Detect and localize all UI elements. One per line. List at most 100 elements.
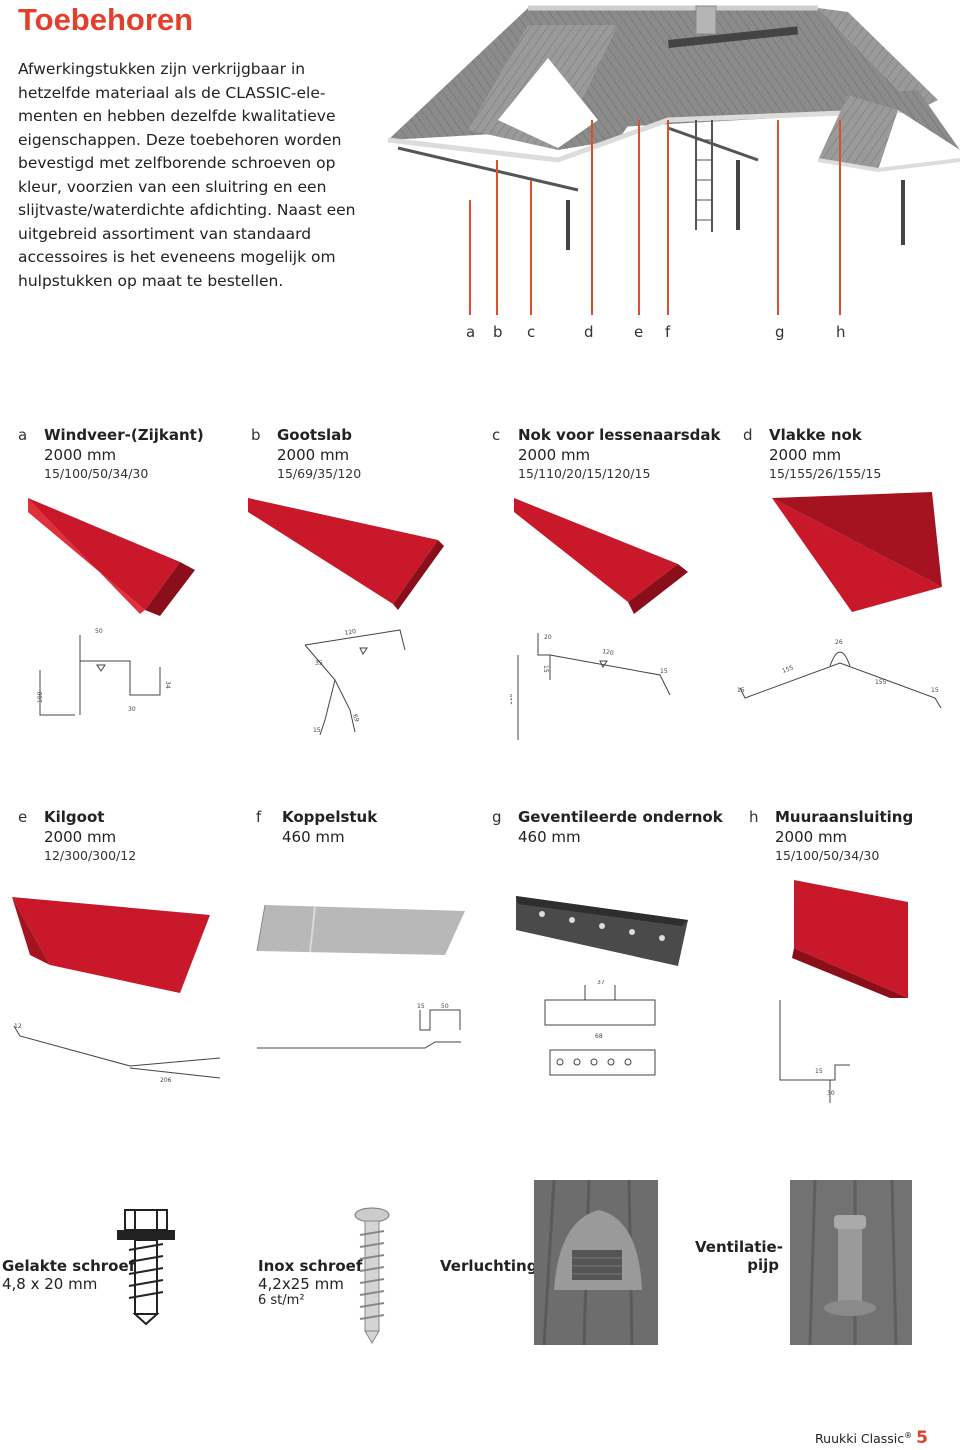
dim-label: 155	[875, 679, 887, 686]
dim-label: 26	[835, 639, 843, 646]
product-name: Vlakke nok	[769, 426, 862, 444]
product-length: 2000 mm	[775, 828, 848, 846]
dim-label: 100	[37, 691, 44, 703]
dim-label: 15	[815, 1068, 823, 1075]
ondernok-picture	[516, 896, 688, 966]
dim-label: 15	[931, 687, 939, 694]
product-letter: b	[251, 426, 261, 444]
dim-label: 69	[351, 713, 360, 723]
dim-label: 15	[542, 665, 549, 673]
fastener-name: Gelakte schroef	[2, 1257, 136, 1275]
dim-label: 15	[417, 1003, 425, 1010]
page-footer: Ruukki Classic®5	[815, 1428, 928, 1448]
fastener-name-2: pijp	[747, 1256, 779, 1274]
intro-text: Afwerkingstukken zijn verkrijgbaar in he…	[18, 60, 356, 290]
product-name: Gootslab	[277, 426, 353, 444]
product-length: 2000 mm	[769, 446, 842, 464]
product-length: 460 mm	[518, 828, 581, 846]
product-dims: 15/100/50/34/30	[44, 466, 149, 481]
roof-callout-lines	[469, 120, 841, 315]
product-name: Koppelstuk	[282, 808, 378, 826]
roof-letter-d: d	[584, 323, 594, 341]
fastener-gelakte-schroef: Gelakte schroef 4,8 x 20 mm	[2, 1257, 135, 1293]
product-dims: 15/69/35/120	[277, 466, 362, 481]
gootslab-drawing: 120 35 69 15	[304, 628, 406, 736]
verluchting-photo	[534, 1180, 658, 1345]
fastener-inox-schroef: Inox schroef 4,2x25 mm 6 st/m²	[258, 1257, 362, 1308]
dim-label: 15	[313, 727, 321, 734]
dim-label: 34	[164, 681, 171, 689]
windveer-drawing: 50 100 34 30	[37, 628, 171, 716]
windveer-picture	[28, 498, 195, 616]
product-letter: e	[18, 808, 28, 826]
gelakte-schroef-icon	[117, 1209, 175, 1326]
roof-letter-g: g	[775, 323, 785, 341]
page-title: Toebehoren	[18, 2, 194, 37]
dim-label: 35	[315, 660, 323, 667]
roof-letter-b: b	[493, 323, 503, 341]
fastener-verluchting: Verluchting	[440, 1257, 537, 1275]
dim-label: 110	[510, 693, 514, 705]
dim-label: 30	[128, 706, 136, 713]
product-letter: h	[749, 808, 759, 826]
product-name: Muuraansluiting	[775, 808, 914, 826]
dim-label: 50	[95, 628, 103, 635]
footer-brand: Ruukki Classic	[815, 1431, 905, 1446]
dim-label: 12	[14, 1023, 22, 1030]
dim-label: 155	[781, 664, 794, 675]
muuraansluiting-picture	[792, 880, 908, 998]
product-name: Nok voor lessenaarsdak	[518, 426, 721, 444]
dim-label: 68	[595, 1033, 603, 1040]
roof-illustration	[387, 5, 960, 250]
kilgoot-drawing: 12 206	[13, 1023, 221, 1084]
roof-letter-c: c	[527, 323, 536, 341]
product-length: 2000 mm	[518, 446, 591, 464]
dim-label: 120	[602, 648, 615, 657]
product-letter: a	[18, 426, 28, 444]
fastener-size: 4,2x25 mm	[258, 1275, 344, 1293]
koppelstuk-picture	[256, 904, 465, 955]
vlakke-nok-picture	[772, 492, 942, 612]
product-name: Kilgoot	[44, 808, 105, 826]
product-dims: 15/110/20/15/120/15	[518, 466, 651, 481]
fastener-name: Verluchting	[440, 1257, 538, 1275]
product-length: 2000 mm	[44, 828, 117, 846]
nok-lessenaarsdak-picture	[514, 498, 688, 614]
product-letter: f	[256, 808, 262, 826]
fastener-name: Ventilatie-	[695, 1238, 783, 1256]
dim-label: 206	[160, 1077, 172, 1084]
dim-label: 50	[441, 1003, 449, 1010]
product-dims: 12/300/300/12	[44, 848, 137, 863]
dim-label: 15	[737, 687, 745, 694]
product-name: Geventileerde ondernok	[518, 808, 723, 826]
dim-label: 20	[544, 634, 552, 641]
product-length: 460 mm	[282, 828, 345, 846]
roof-letter-h: h	[836, 323, 846, 341]
dim-label: 37	[597, 980, 605, 986]
fastener-qty: 6 st/m²	[258, 1293, 305, 1308]
product-length: 2000 mm	[277, 446, 350, 464]
fastener-size: 4,8 x 20 mm	[2, 1275, 98, 1293]
koppelstuk-drawing: 15 50	[257, 1003, 461, 1049]
product-dims: 15/155/26/155/15	[769, 466, 882, 481]
fastener-name: Inox schroef	[258, 1257, 363, 1275]
product-dims: 15/100/50/34/30	[775, 848, 880, 863]
ventilatiepijp-photo	[790, 1180, 912, 1345]
vlakke-nok-drawing: 26 155 155 15 15	[737, 639, 942, 709]
nok-lessenaarsdak-drawing: 20 120 110 15 15	[510, 633, 671, 740]
dim-label: 30	[827, 1090, 835, 1097]
footer-reg: ®	[904, 1430, 913, 1440]
product-length: 2000 mm	[44, 446, 117, 464]
page-number: 5	[916, 1428, 928, 1448]
roof-letter-a: a	[466, 323, 476, 341]
fastener-ventilatiepijp: Ventilatie- pijp	[695, 1238, 783, 1274]
product-letter: g	[492, 808, 502, 826]
roof-letter-e: e	[634, 323, 644, 341]
kilgoot-picture	[12, 897, 210, 993]
product-letter: c	[492, 426, 501, 444]
ondernok-drawing: 37 68	[544, 980, 656, 1076]
inox-schroef-icon	[354, 1207, 390, 1344]
roof-letter-f: f	[665, 323, 671, 341]
dim-label: 15	[660, 668, 668, 675]
dim-label: 120	[344, 628, 357, 637]
